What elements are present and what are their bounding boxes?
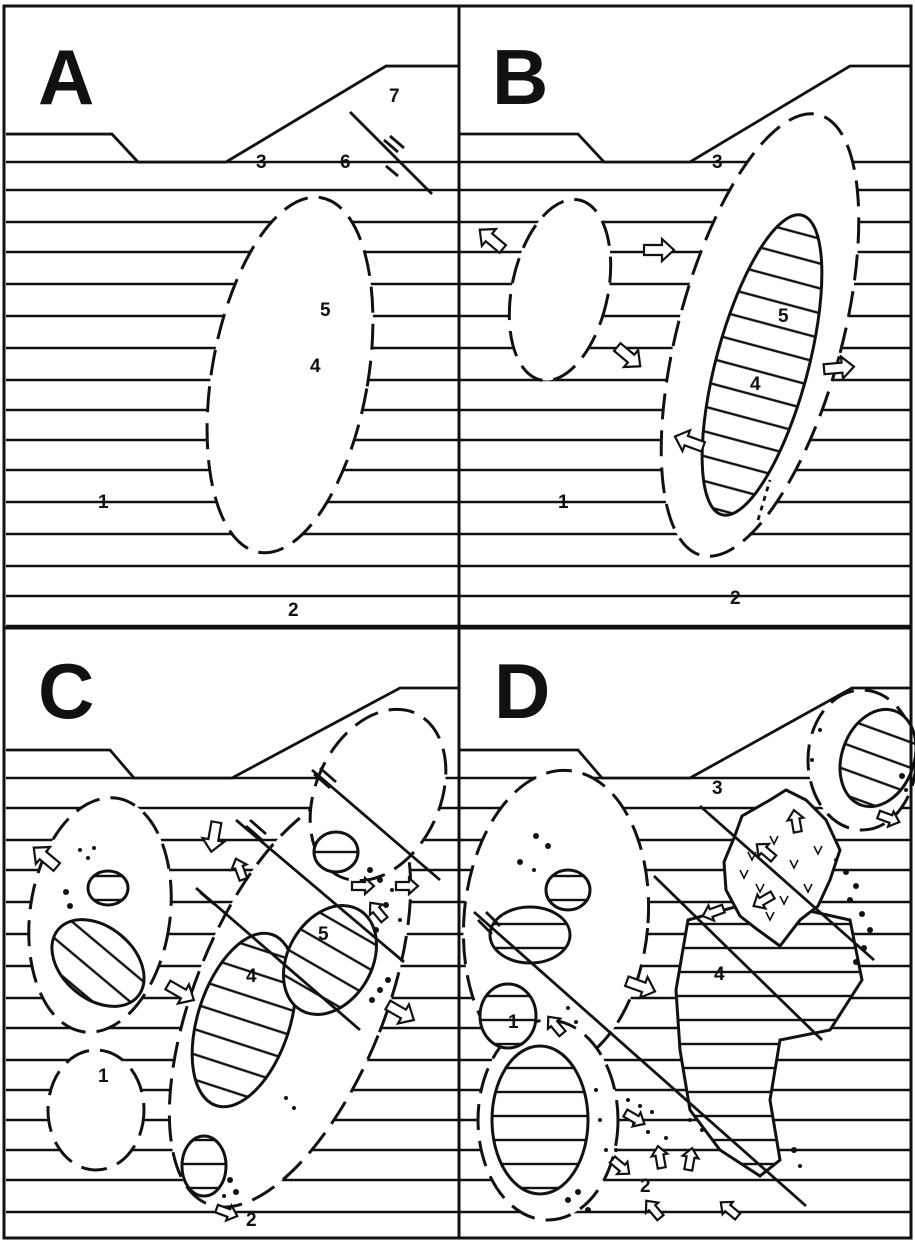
panel-c-label-4: 4 [246, 966, 257, 987]
panel-d-main-intrusion [676, 900, 862, 1176]
panel-c-label-5: 5 [318, 924, 329, 945]
panel-b: B 3 5 4 1 2 [460, 8, 912, 626]
panel-b-label-3: 3 [712, 152, 723, 173]
panel-c: C 5 4 1 2 [6, 628, 472, 1240]
panel-c-hatched-body-5 [314, 832, 358, 872]
panel-d-label-3: 3 [712, 778, 723, 799]
panel-d-label-1: 1 [508, 1012, 519, 1033]
panel-c-hatched-body-4 [88, 871, 128, 905]
panel-b-label-1: 1 [558, 492, 569, 513]
panel-a-letter: A [38, 33, 94, 121]
panel-c-hatched-body-6 [182, 1136, 226, 1196]
panel-a-magma-chamber [182, 184, 398, 566]
panel-c-letter: C [38, 647, 94, 735]
panel-a-label-4: 4 [310, 356, 321, 377]
panel-d-hatched-body-1 [492, 1046, 588, 1194]
panel-d-hatched-body-4 [546, 870, 590, 910]
panel-a-label-3: 3 [256, 152, 267, 173]
panel-b-old-chamber [494, 190, 626, 390]
panel-d-letter: D [494, 647, 550, 735]
panel-b-letter: B [492, 33, 548, 121]
panel-a-label-6: 6 [340, 152, 351, 173]
panel-d-label-4: 4 [714, 964, 725, 985]
panel-d-label-2: 2 [640, 1176, 651, 1197]
panel-c-label-1: 1 [98, 1066, 109, 1087]
panel-a-label-2: 2 [288, 600, 299, 621]
panel-a-label-1: 1 [98, 492, 109, 513]
panel-b-label-2: 2 [730, 588, 741, 609]
panel-d: D 3 4 1 2 [451, 628, 915, 1223]
panel-b-label-4: 4 [750, 374, 761, 395]
panel-a: A 7 3 6 5 4 1 2 [6, 8, 458, 626]
panel-a-label-7: 7 [389, 86, 400, 107]
panel-a-label-5: 5 [320, 300, 331, 321]
panel-c-label-2: 2 [246, 1210, 257, 1231]
panel-b-label-5: 5 [778, 306, 789, 327]
panel-a-fault [350, 112, 432, 194]
